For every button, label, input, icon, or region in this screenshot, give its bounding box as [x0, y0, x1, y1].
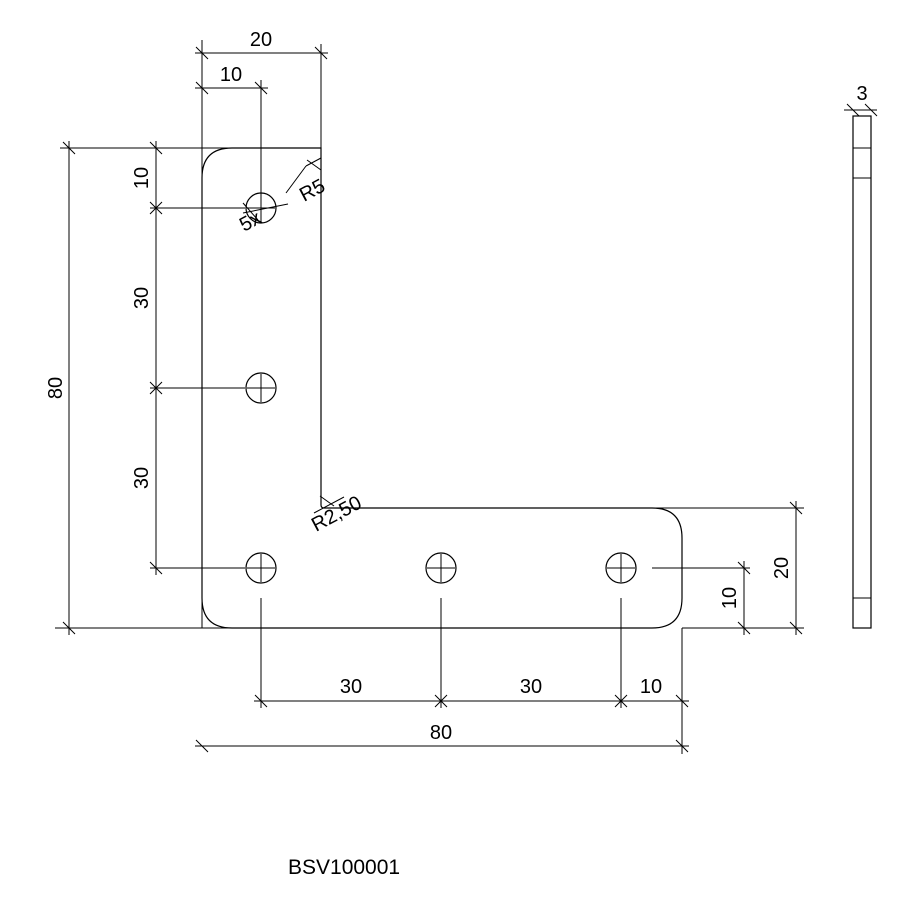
inner-radius-label: R2,50: [308, 492, 365, 536]
dim-overall-width: 80: [195, 722, 689, 753]
dim-horizontal-chain: 30 30 10: [254, 598, 689, 754]
outer-radius-label: R5: [296, 175, 329, 206]
dim-overall-width-label: 80: [430, 722, 452, 744]
dim-hole-offset-x-label: 10: [220, 64, 242, 86]
dim-hole-to-end-label: 10: [640, 676, 662, 698]
dim-bottom-leg-height: 20: [652, 501, 804, 635]
callout-outer-radius: R5: [285, 157, 329, 206]
dim-top-edge-to-hole-label: 10: [131, 167, 153, 189]
dim-thickness-label: 3: [856, 83, 867, 105]
dim-horizontal-pitch-2-label: 30: [520, 676, 542, 698]
dim-hole-offset-x: 10: [195, 64, 268, 208]
dim-horizontal-pitch-1-label: 30: [340, 676, 362, 698]
dim-bottom-leg-height-label: 20: [771, 557, 793, 579]
hole-bottom-center: [425, 552, 457, 584]
dim-vertical-chain: 10 30 30: [131, 141, 245, 575]
dim-vertical-pitch-1-label: 30: [131, 287, 153, 309]
side-view: 3: [844, 83, 878, 629]
callout-inner-radius: R2,50: [308, 492, 365, 536]
dim-bottom-hole-offset: 10: [652, 561, 751, 635]
dim-top-width-label: 20: [250, 29, 272, 51]
holes: [245, 192, 637, 584]
hole-bottom-right: [605, 552, 637, 584]
dim-overall-height: 80: [45, 141, 232, 635]
part-code: BSV100001: [288, 856, 401, 879]
dim-vertical-pitch-2-label: 30: [131, 467, 153, 489]
dim-bottom-hole-offset-label: 10: [719, 587, 741, 609]
dim-overall-height-label: 80: [45, 377, 67, 399]
dim-top-width: 20: [195, 29, 328, 628]
hole-corner: [245, 552, 277, 584]
hole-middle: [245, 372, 277, 404]
